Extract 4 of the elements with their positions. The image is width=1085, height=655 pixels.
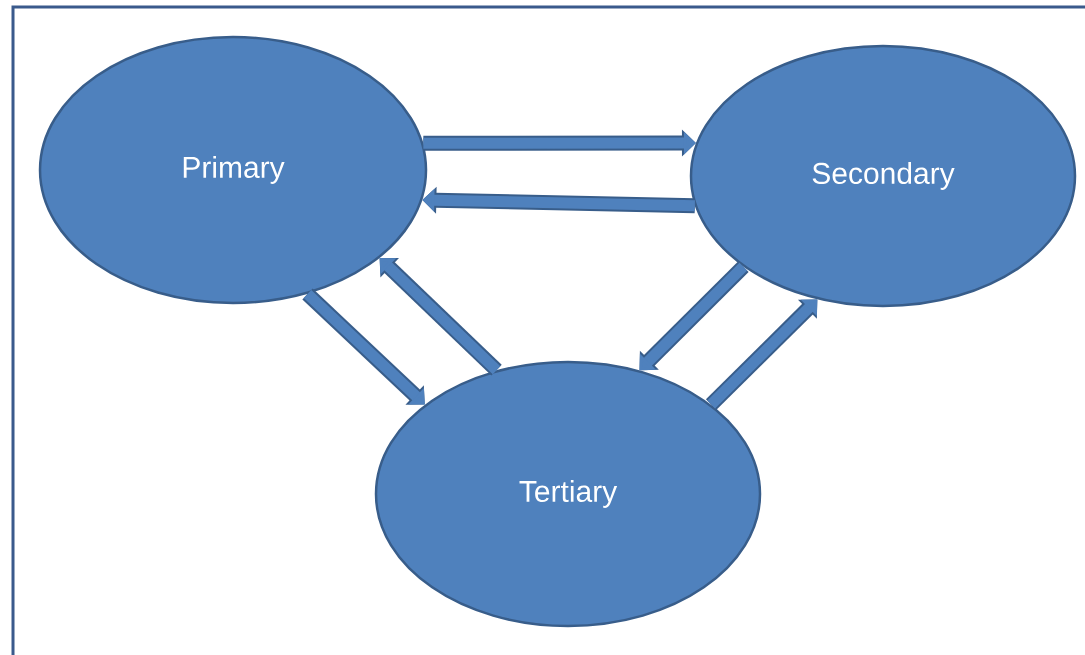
block-arrow [302,288,425,405]
block-arrow [379,258,502,376]
block-arrow [639,261,749,371]
block-arrow [705,299,818,410]
